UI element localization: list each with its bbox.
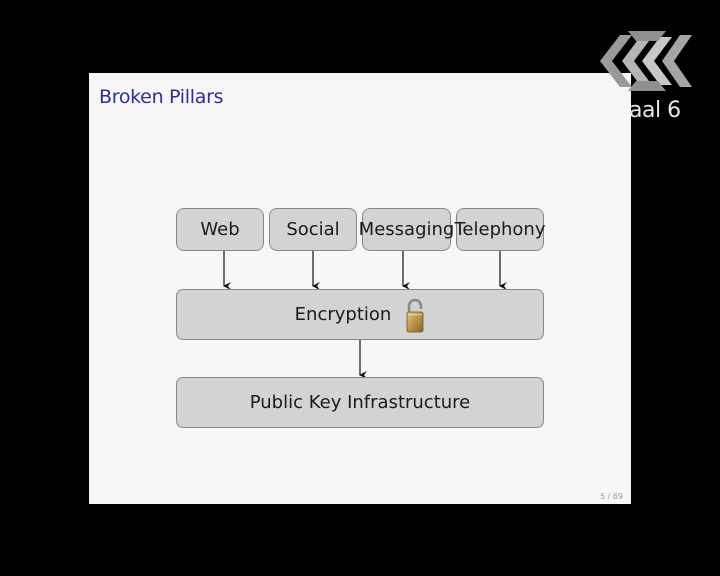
box-messaging: Messaging	[359, 208, 454, 251]
slide-title: Broken Pillars	[99, 86, 224, 108]
box-public-key-infrastructure: Public Key Infrastructure	[176, 377, 544, 428]
box-web: Web	[176, 208, 264, 251]
box-encryption: Encryption	[176, 289, 544, 340]
ccc-logo-icon	[600, 31, 692, 91]
box-social: Social	[269, 208, 357, 251]
room-label: aal 6	[629, 98, 681, 123]
box-encryption-label: Encryption	[294, 304, 392, 325]
diagram-arrows	[223, 251, 507, 379]
page-number: 5 / 69	[599, 492, 623, 501]
box-telephony: Telephony	[455, 208, 546, 251]
padlock-icon	[406, 298, 424, 332]
slide: Broken Pillars Web Social Messaging Tele…	[89, 73, 631, 504]
